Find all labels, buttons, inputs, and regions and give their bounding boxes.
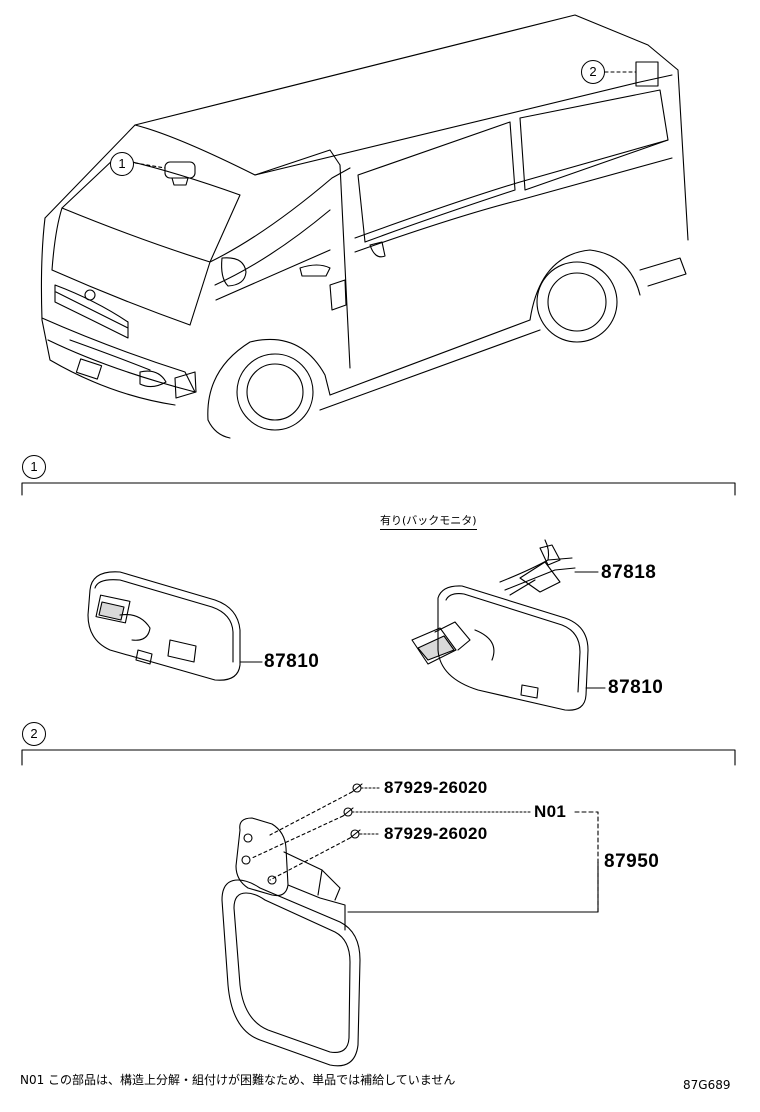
- section-1-label: 1: [22, 455, 46, 479]
- section-2-label: 2: [22, 722, 46, 746]
- figure-code: 87G689: [683, 1078, 731, 1092]
- inner-mirror-monitor-icon: [411, 585, 589, 711]
- part-number-87929-26020-top[interactable]: 87929-26020: [384, 778, 488, 797]
- callout-1-van: 1: [110, 152, 134, 176]
- wire-harness-icon: [499, 539, 576, 596]
- inner-mirror-icon: [87, 571, 241, 681]
- callout-2-van: 2: [581, 60, 605, 84]
- part-number-87929-26020-bottom[interactable]: 87929-26020: [384, 824, 488, 843]
- note-reference-n01: N01: [534, 802, 567, 821]
- van-illustration: [40, 14, 689, 439]
- part-number-87818[interactable]: 87818: [601, 562, 657, 583]
- option-label-back-monitor: 有り(バックモニタ): [380, 512, 477, 530]
- part-number-87810-b[interactable]: 87810: [608, 677, 664, 698]
- part-number-87810-a[interactable]: 87810: [264, 651, 320, 672]
- footnote-n01: N01 この部品は、構造上分解・組付けが困難なため、単品では補給していません: [20, 1073, 456, 1087]
- outer-mirror-icon: [221, 817, 361, 1067]
- part-number-87950[interactable]: 87950: [604, 851, 660, 872]
